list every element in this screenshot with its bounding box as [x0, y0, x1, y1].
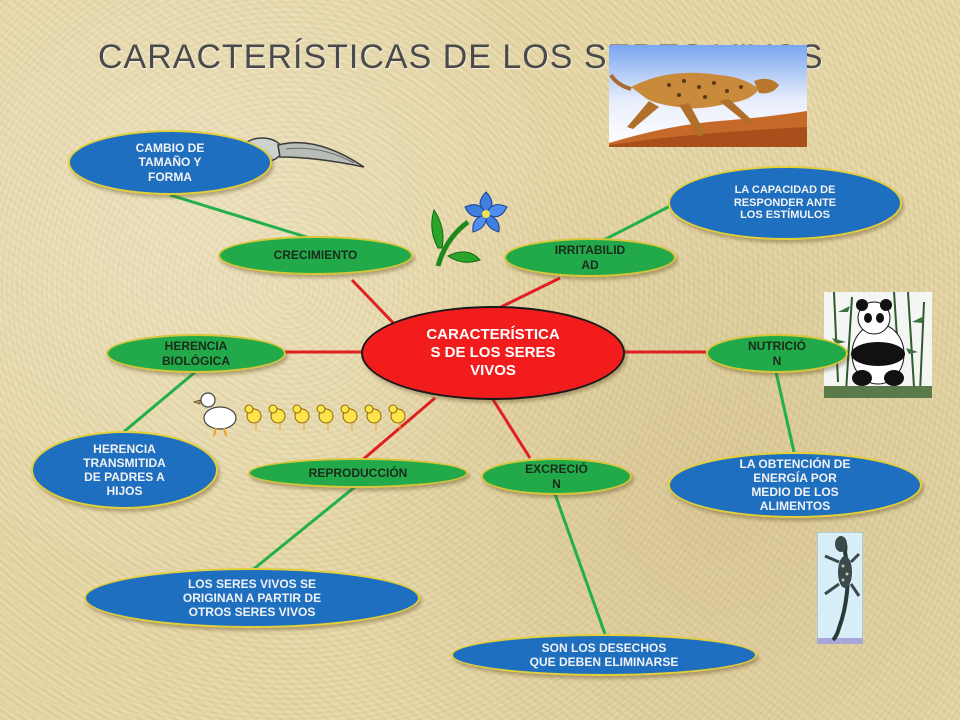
- node-herencia-label: HERENCIA BIOLÓGICA: [162, 339, 230, 368]
- connector-desechos: [553, 493, 607, 635]
- connector-capacidad: [595, 201, 677, 246]
- node-excrecion-label: EXCRECIÓ N: [525, 462, 588, 491]
- lizard-image: [817, 532, 863, 644]
- connector-irritabilidad: [494, 276, 561, 312]
- desc-herencia-transmitida-label: HERENCIA TRANSMITIDA DE PADRES A HIJOS: [83, 441, 166, 499]
- connector-cambio: [169, 193, 317, 242]
- desc-capacidad: LA CAPACIDAD DE RESPONDER ANTE LOS ESTÍM…: [668, 166, 902, 240]
- node-crecimiento: CRECIMIENTO: [218, 236, 413, 275]
- node-excrecion: EXCRECIÓ N: [481, 458, 632, 495]
- desc-desechos: SON LOS DESECHOS QUE DEBEN ELIMINARSE: [451, 634, 757, 676]
- desc-obtencion-label: LA OBTENCIÓN DE ENERGÍA POR MEDIO DE LOS…: [739, 456, 851, 514]
- connector-reproduccion: [359, 396, 436, 464]
- node-nutricion-label: NUTRICIÓ N: [748, 339, 806, 368]
- node-irritabilidad-label: IRRITABILID AD: [554, 243, 626, 272]
- desc-originan: LOS SERES VIVOS SE ORIGINAN A PARTIR DE …: [84, 568, 420, 628]
- node-reproduccion: REPRODUCCIÓN: [248, 458, 468, 488]
- desc-originan-label: LOS SERES VIVOS SE ORIGINAN A PARTIR DE …: [182, 576, 322, 620]
- node-crecimiento-label: CRECIMIENTO: [273, 248, 358, 263]
- center-node: CARACTERÍSTICA S DE LOS SERES VIVOS: [361, 306, 625, 400]
- cheetah-image: [609, 45, 807, 147]
- desc-capacidad-label: LA CAPACIDAD DE RESPONDER ANTE LOS ESTÍM…: [733, 183, 837, 222]
- connector-excrecion: [490, 397, 532, 459]
- ducks-image: [192, 392, 406, 437]
- center-label: CARACTERÍSTICA S DE LOS SERES VIVOS: [426, 326, 560, 379]
- desc-obtencion: LA OBTENCIÓN DE ENERGÍA POR MEDIO DE LOS…: [668, 452, 922, 518]
- connector-obtencion: [774, 371, 796, 453]
- node-herencia-biologica: HERENCIA BIOLÓGICA: [106, 334, 286, 373]
- desc-desechos-label: SON LOS DESECHOS QUE DEBEN ELIMINARSE: [529, 640, 679, 669]
- connector-originan: [249, 484, 357, 574]
- desc-cambio: CAMBIO DE TAMAÑO Y FORMA: [68, 130, 272, 195]
- node-reproduccion-label: REPRODUCCIÓN: [308, 465, 408, 480]
- desc-cambio-label: CAMBIO DE TAMAÑO Y FORMA: [135, 141, 205, 184]
- desc-herencia-transmitida: HERENCIA TRANSMITIDA DE PADRES A HIJOS: [31, 431, 218, 509]
- node-irritabilidad: IRRITABILID AD: [504, 238, 676, 277]
- connector-herencia-transmitida: [119, 366, 201, 437]
- node-nutricion: NUTRICIÓ N: [706, 334, 848, 373]
- flower-image: [431, 191, 508, 267]
